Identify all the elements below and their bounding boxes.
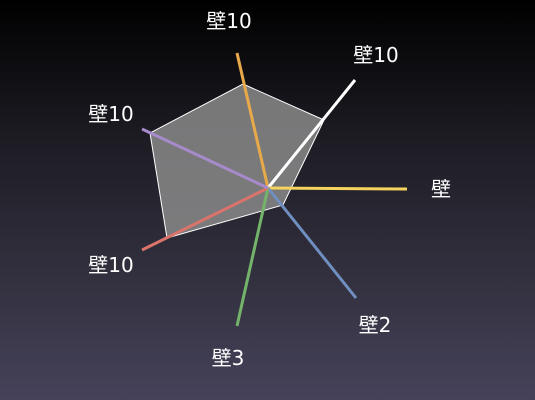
spoke-label-3: 壁 xyxy=(431,177,451,201)
value-polygon xyxy=(149,83,325,239)
spoke-line-2 xyxy=(266,79,357,189)
spoke-line-7 xyxy=(141,127,269,190)
spoke-label-4: 壁2 xyxy=(358,313,392,337)
spoke-line-6 xyxy=(141,186,269,252)
spoke-line-4 xyxy=(266,187,358,299)
spoke-label-2: 壁10 xyxy=(353,43,399,67)
spoke-line-1 xyxy=(235,52,270,189)
spoke-label-6: 壁10 xyxy=(88,253,134,277)
spoke-line-5 xyxy=(235,187,270,327)
spoke-line-3 xyxy=(267,186,408,191)
spoke-label-1: 壁10 xyxy=(206,9,252,33)
spoke-label-5: 壁3 xyxy=(211,346,245,370)
spoke-label-7: 壁10 xyxy=(88,102,134,126)
